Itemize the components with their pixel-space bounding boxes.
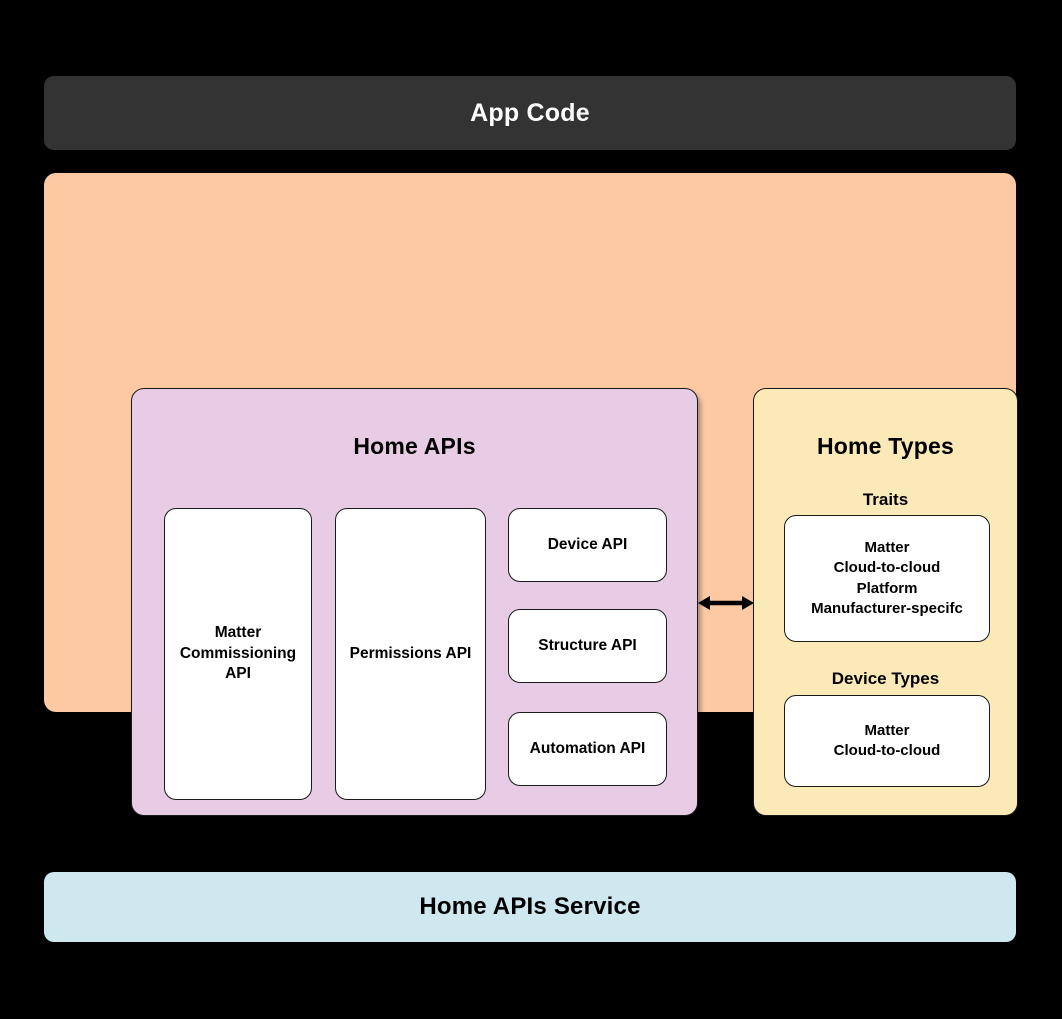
- automation-api-box: Automation API: [508, 712, 667, 786]
- home-types-panel: Home Types Traits Matter Cloud-to-cloud …: [753, 388, 1018, 816]
- traits-heading: Traits: [862, 490, 909, 509]
- home-types-title: Home Types: [816, 433, 955, 459]
- device-types-list: Matter Cloud-to-cloud: [833, 721, 941, 759]
- home-apis-panel: Home APIs Matter Commissioning API Permi…: [131, 388, 698, 816]
- app-code-label: App Code: [470, 98, 590, 127]
- device-types-box: Matter Cloud-to-cloud: [784, 695, 990, 787]
- matter-commissioning-api-box: Matter Commissioning API: [164, 508, 312, 800]
- device-types-heading: Device Types: [831, 669, 940, 688]
- device-api-label: Device API: [547, 535, 628, 553]
- home-apis-service-banner: Home APIs Service: [44, 872, 1016, 942]
- matter-commissioning-api-label: Matter Commissioning API: [179, 624, 297, 683]
- structure-api-box: Structure API: [508, 609, 667, 683]
- home-apis-service-label: Home APIs Service: [419, 893, 641, 920]
- traits-list: Matter Cloud-to-cloud Platform Manufactu…: [811, 539, 963, 617]
- app-code-banner: App Code: [44, 76, 1016, 150]
- permissions-api-label: Permissions API: [349, 644, 472, 662]
- bidirectional-arrow-icon: [698, 588, 754, 618]
- home-apis-sdk-label: Home APIs SDK: [440, 841, 620, 867]
- home-apis-title: Home APIs: [353, 433, 476, 459]
- traits-box: Matter Cloud-to-cloud Platform Manufactu…: [784, 515, 990, 642]
- permissions-api-box: Permissions API: [335, 508, 486, 800]
- home-apis-sdk-container: Home APIs Matter Commissioning API Permi…: [44, 173, 1018, 867]
- device-api-box: Device API: [508, 508, 667, 582]
- structure-api-label: Structure API: [538, 636, 637, 654]
- automation-api-label: Automation API: [529, 739, 646, 757]
